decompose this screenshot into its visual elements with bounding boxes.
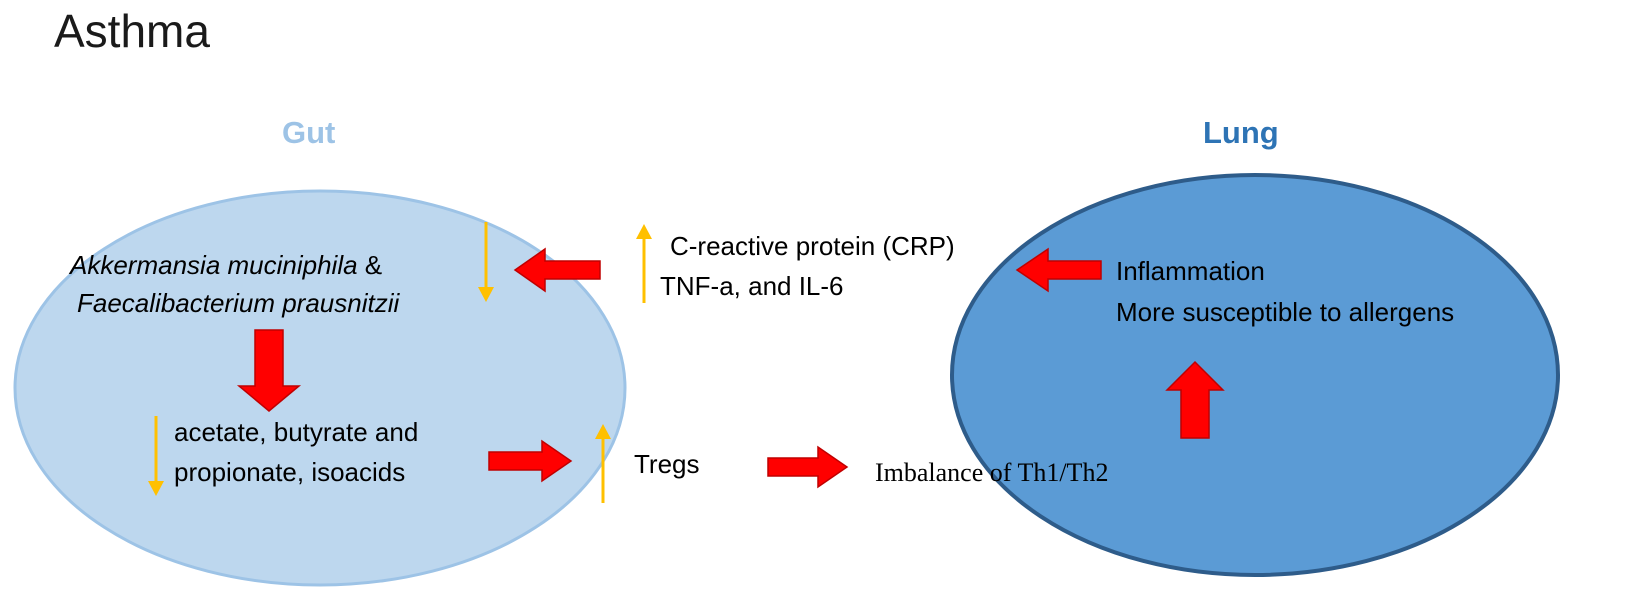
bacteria-conjunction: & (357, 250, 383, 280)
lung-effect-line-1: Inflammation (1116, 256, 1265, 286)
arrow-metabolites-to-tregs (488, 439, 573, 483)
lung-effect-line-2: More susceptible to allergens (1116, 297, 1455, 327)
down-trend-icon-metabolites (148, 416, 164, 496)
arrow-bacteria-to-metabolites (236, 329, 302, 412)
bacteria-line-1: Akkermansia muciniphila & (70, 250, 382, 281)
up-trend-icon-tregs (595, 424, 611, 503)
metabolites-line-2: propionate, isoacids (174, 457, 406, 487)
lung-ellipse (950, 173, 1560, 577)
bacteria-name-1: Akkermansia muciniphila (70, 250, 358, 280)
page-title: Asthma (54, 5, 210, 57)
gut-label: Gut (282, 115, 336, 150)
imbalance-label: Imbalance of Th1/Th2 (875, 458, 1109, 487)
tregs-label: Tregs (634, 449, 700, 479)
cytokines-line-1: C-reactive protein (CRP) (670, 231, 955, 261)
down-trend-icon-bacteria (478, 222, 494, 302)
cytokines-line-2: TNF-a, and IL-6 (660, 271, 844, 301)
arrow-cytokines-to-bacteria (513, 247, 601, 293)
gut-ellipse (13, 189, 627, 587)
up-trend-icon-cytokines (636, 224, 652, 303)
arrow-tregs-to-imbalance (767, 445, 849, 489)
lung-label: Lung (1203, 115, 1279, 150)
bacteria-line-2: Faecalibacterium prausnitzii (77, 288, 400, 318)
arrow-imbalance-to-lung (1165, 360, 1225, 439)
arrow-inflammation-to-cytokines (1015, 247, 1102, 293)
metabolites-line-1: acetate, butyrate and (174, 417, 419, 447)
